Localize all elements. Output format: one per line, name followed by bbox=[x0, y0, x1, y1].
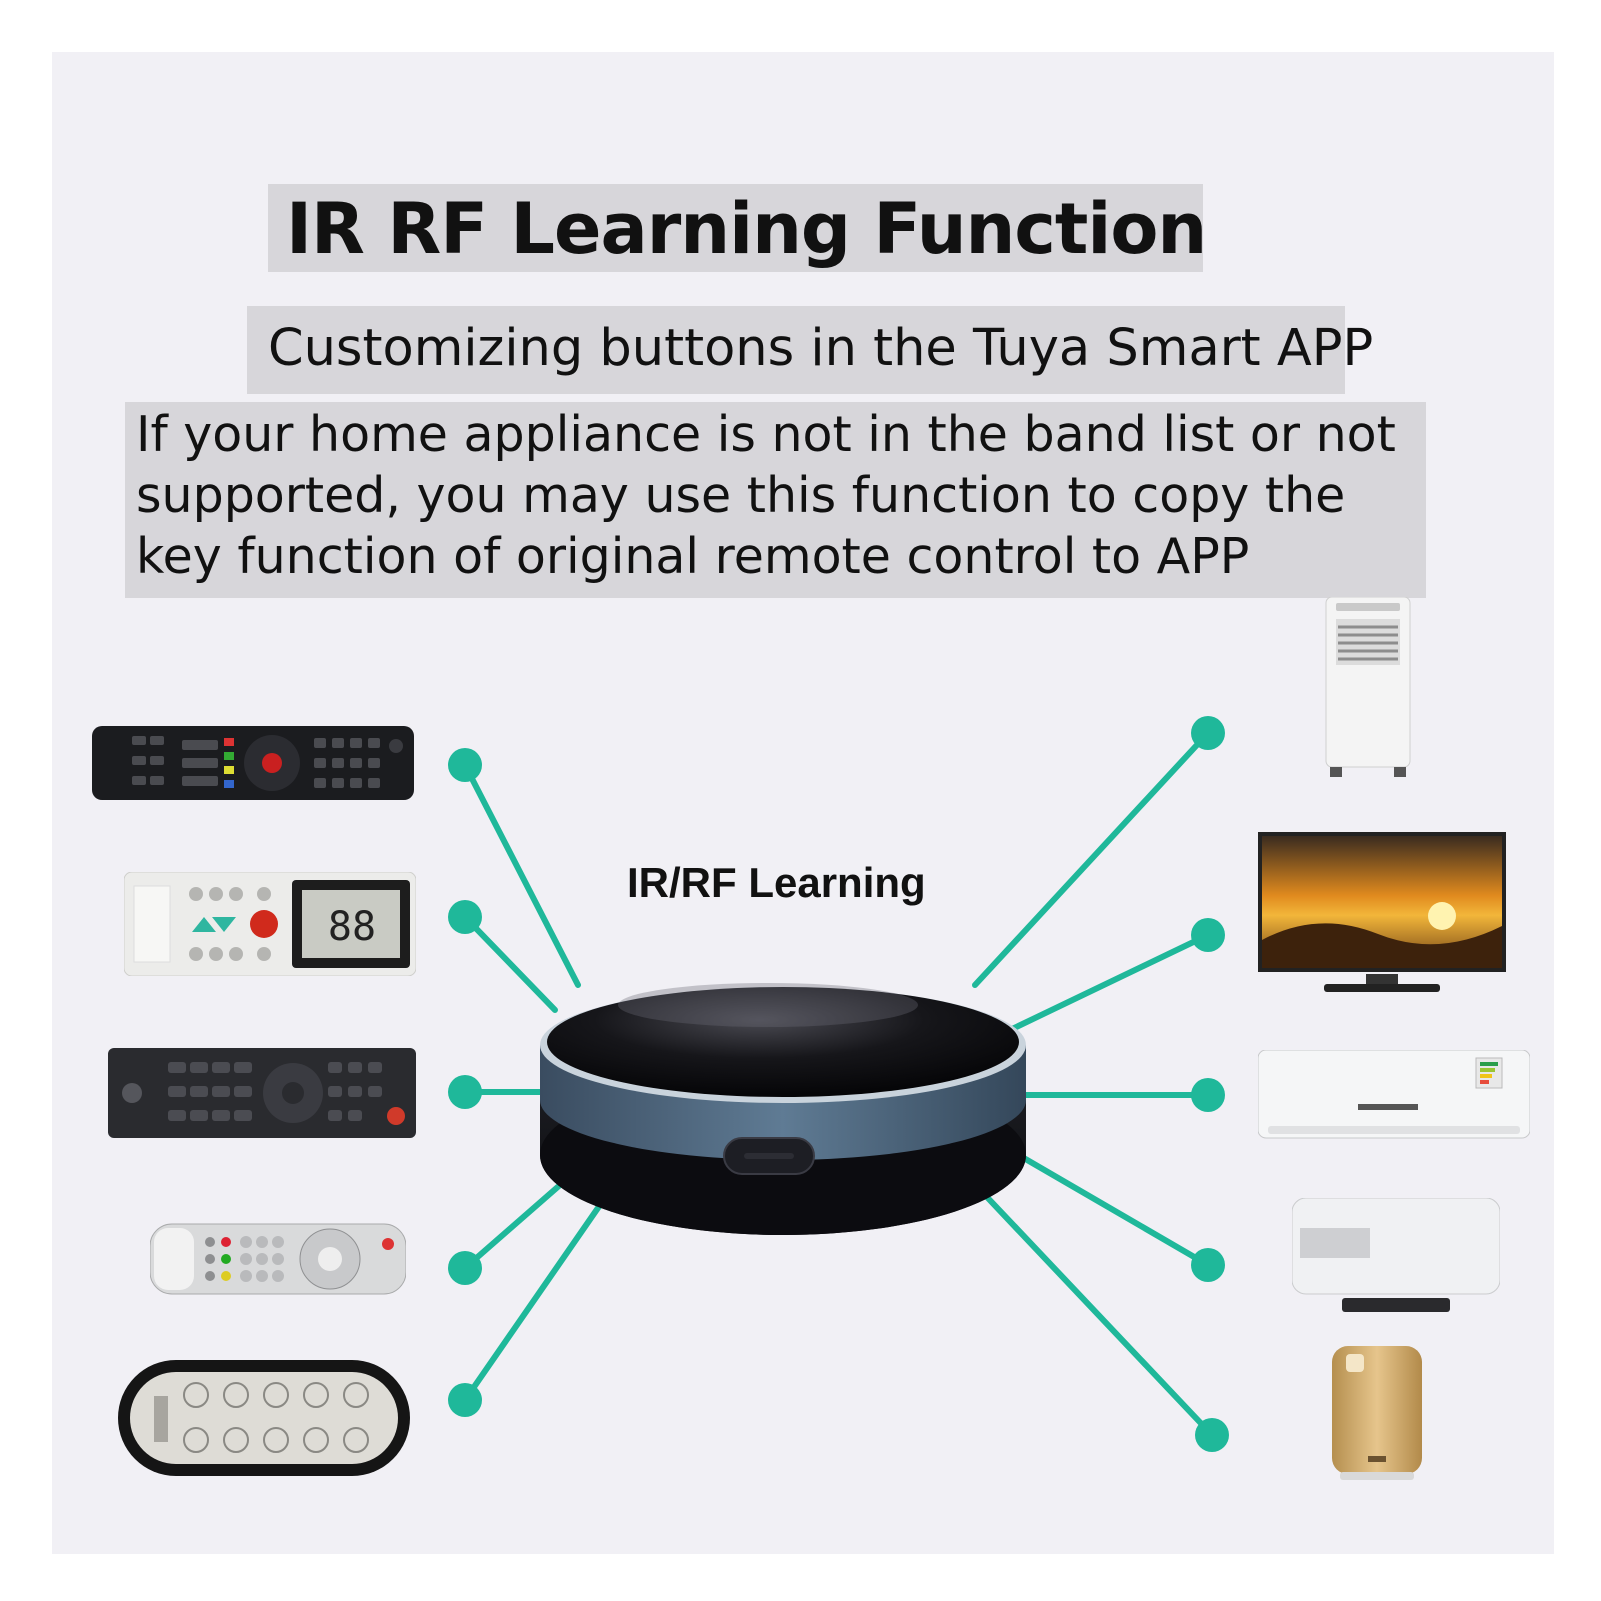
subtitle-background bbox=[247, 306, 1345, 394]
tv-remote-silver-icon bbox=[150, 1223, 406, 1295]
connector-dot-left-4 bbox=[448, 1251, 482, 1285]
mini-remote-icon bbox=[118, 1360, 410, 1476]
air-conditioner-remote-icon: 88 bbox=[124, 872, 416, 976]
connector-dot-right-4 bbox=[1191, 1248, 1225, 1282]
water-heater-icon bbox=[1292, 1198, 1500, 1312]
connector-line-right-4 bbox=[1007, 1147, 1211, 1268]
description-text: If your home appliance is not in the ban… bbox=[136, 406, 1396, 585]
diagram-center-label: IR/RF Learning bbox=[627, 859, 926, 906]
title-background bbox=[268, 184, 1203, 272]
wall-air-conditioner-icon bbox=[1258, 1050, 1530, 1139]
tv-remote-icon bbox=[92, 726, 414, 800]
air-purifier-icon bbox=[1332, 1346, 1422, 1480]
connector-dot-left-3 bbox=[448, 1075, 482, 1109]
connector-line-right-5 bbox=[982, 1192, 1215, 1438]
connector-dot-right-2 bbox=[1191, 918, 1225, 952]
connector-line-left-5 bbox=[462, 1202, 603, 1403]
background-panel bbox=[52, 52, 1554, 1554]
set-top-box-remote-icon bbox=[108, 1048, 416, 1138]
description-background bbox=[125, 402, 1426, 598]
connector-dot-left-5 bbox=[448, 1383, 482, 1417]
smart-hub-device bbox=[540, 983, 1026, 1235]
connector-dot-right-3 bbox=[1191, 1078, 1225, 1112]
connector-line-left-4 bbox=[462, 1182, 563, 1271]
connector-dot-right-1 bbox=[1191, 716, 1225, 750]
page-subtitle: Customizing buttons in the Tuya Smart AP… bbox=[268, 319, 1374, 378]
connector-line-left-1 bbox=[462, 762, 581, 988]
connector-line-right-2 bbox=[1007, 932, 1211, 1033]
connector-dot-left-2 bbox=[448, 900, 482, 934]
connector-line-right-1 bbox=[972, 730, 1211, 988]
page-title: IR RF Learning Function bbox=[286, 188, 1207, 270]
svg-text:88: 88 bbox=[328, 904, 376, 950]
connector-dot-right-5 bbox=[1195, 1418, 1229, 1452]
connector-dot-left-1 bbox=[448, 748, 482, 782]
portable-air-conditioner-icon bbox=[1325, 597, 1411, 777]
television-icon bbox=[1258, 832, 1506, 992]
connector-line-left-2 bbox=[462, 914, 558, 1013]
